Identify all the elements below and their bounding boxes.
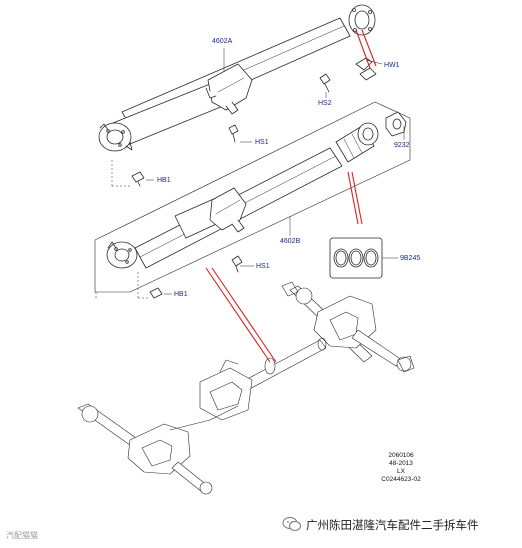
callout-hb1-bottom: HB1	[174, 291, 188, 298]
drawing-info: 2060106 48-2013 LX C0244623-02	[378, 452, 424, 485]
driveshaft-4602a	[98, 4, 376, 152]
callout-4602b: 4602B	[280, 238, 301, 245]
bolt-hs1-top	[228, 124, 239, 143]
driveshaft-4602b	[106, 122, 379, 269]
callout-9b245: 9B245	[400, 255, 421, 262]
wechat-logo	[282, 516, 302, 532]
drivetrain-overview	[77, 281, 415, 495]
callout-9232: 9232	[394, 142, 410, 149]
seal-kit-box	[329, 237, 383, 279]
part-9232	[385, 111, 407, 137]
hardware-hw1	[355, 57, 377, 81]
drawing-info-line4: C0244623-02	[381, 476, 421, 484]
bolt-hb1-top	[131, 171, 145, 187]
seal-rings-9b245	[333, 248, 379, 268]
drawing-info-line1: 2060106	[388, 452, 414, 459]
highlight-lines	[205, 29, 377, 363]
watermark-account: 广州陈田湛隆汽车配件二手拆车件	[306, 518, 479, 532]
callout-4602a: 4602A	[212, 38, 233, 45]
watermark-site: 汽配猫猫	[6, 531, 38, 540]
callout-hs1-top: HS1	[255, 139, 269, 146]
assembly-4602b-frame	[94, 101, 411, 293]
callout-hs1-bottom: HS1	[256, 263, 270, 270]
callout-hb1-top: HB1	[157, 177, 171, 184]
callout-hs2: HS2	[318, 100, 332, 107]
bolt-hs2	[319, 73, 331, 93]
drawing-info-line2: 48-2013	[389, 460, 413, 468]
leader-lines	[95, 48, 405, 300]
bolt-hb1-bottom	[149, 287, 163, 299]
bolt-hs1-bottom	[231, 255, 243, 273]
drawing-info-line3: LX	[397, 468, 405, 476]
callout-hw1: HW1	[384, 62, 400, 69]
